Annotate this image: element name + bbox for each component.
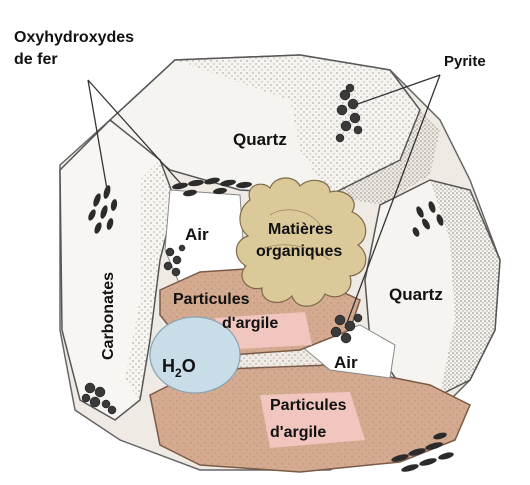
label-carbonates: Carbonates bbox=[100, 272, 117, 360]
label-water-h: H bbox=[162, 356, 175, 376]
label-argile-mid-line1: Particules bbox=[173, 291, 250, 308]
label-oxyhydroxydes-line2: de fer bbox=[14, 51, 58, 68]
label-argile-bottom-line2: d'argile bbox=[270, 424, 326, 441]
label-quartz-top: Quartz bbox=[233, 130, 287, 149]
label-oxyhydroxydes-line1: Oxyhydroxydes bbox=[14, 29, 134, 46]
label-water-o: O bbox=[182, 356, 196, 376]
label-pyrite: Pyrite bbox=[444, 53, 486, 70]
label-matieres-line2: organiques bbox=[256, 243, 342, 260]
label-argile-mid-line2: d'argile bbox=[222, 315, 278, 332]
label-air-bottom: Air bbox=[334, 353, 358, 372]
label-matieres-line1: Matières bbox=[268, 221, 333, 238]
label-air-left: Air bbox=[185, 225, 209, 244]
label-argile-bottom-line1: Particules bbox=[270, 397, 347, 414]
label-quartz-right: Quartz bbox=[389, 285, 443, 304]
